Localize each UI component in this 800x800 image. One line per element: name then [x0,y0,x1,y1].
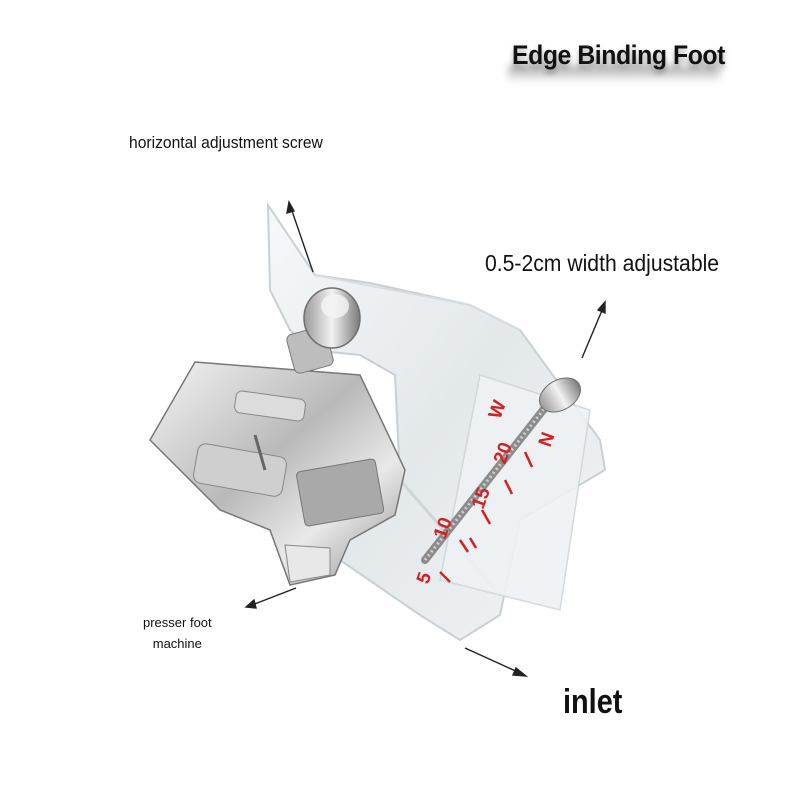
label-horizontal-screw: horizontal adjustment screw [129,133,323,152]
arrow-horizontal-screw [286,199,314,273]
label-width-adjustable: 0.5-2cm width adjustable [485,250,720,276]
arrow-width-adjustable [581,300,606,359]
label-presser-foot: presser foot machine [143,612,212,654]
annotation-arrows [244,199,606,677]
arrow-presser-foot [244,587,297,609]
label-inlet: inlet [563,683,623,721]
metal-presser-foot [149,361,406,586]
scale-mark-n: N [535,430,559,450]
arrow-inlet [464,647,529,677]
width-adjusting-screw [421,377,581,564]
label-presser-foot-line2: machine [152,636,202,651]
page-title: Edge Binding Foot [512,40,725,70]
horizontal-screw-knob [286,287,361,374]
title-shadow [508,66,720,82]
label-presser-foot-line1: presser foot [143,615,212,630]
